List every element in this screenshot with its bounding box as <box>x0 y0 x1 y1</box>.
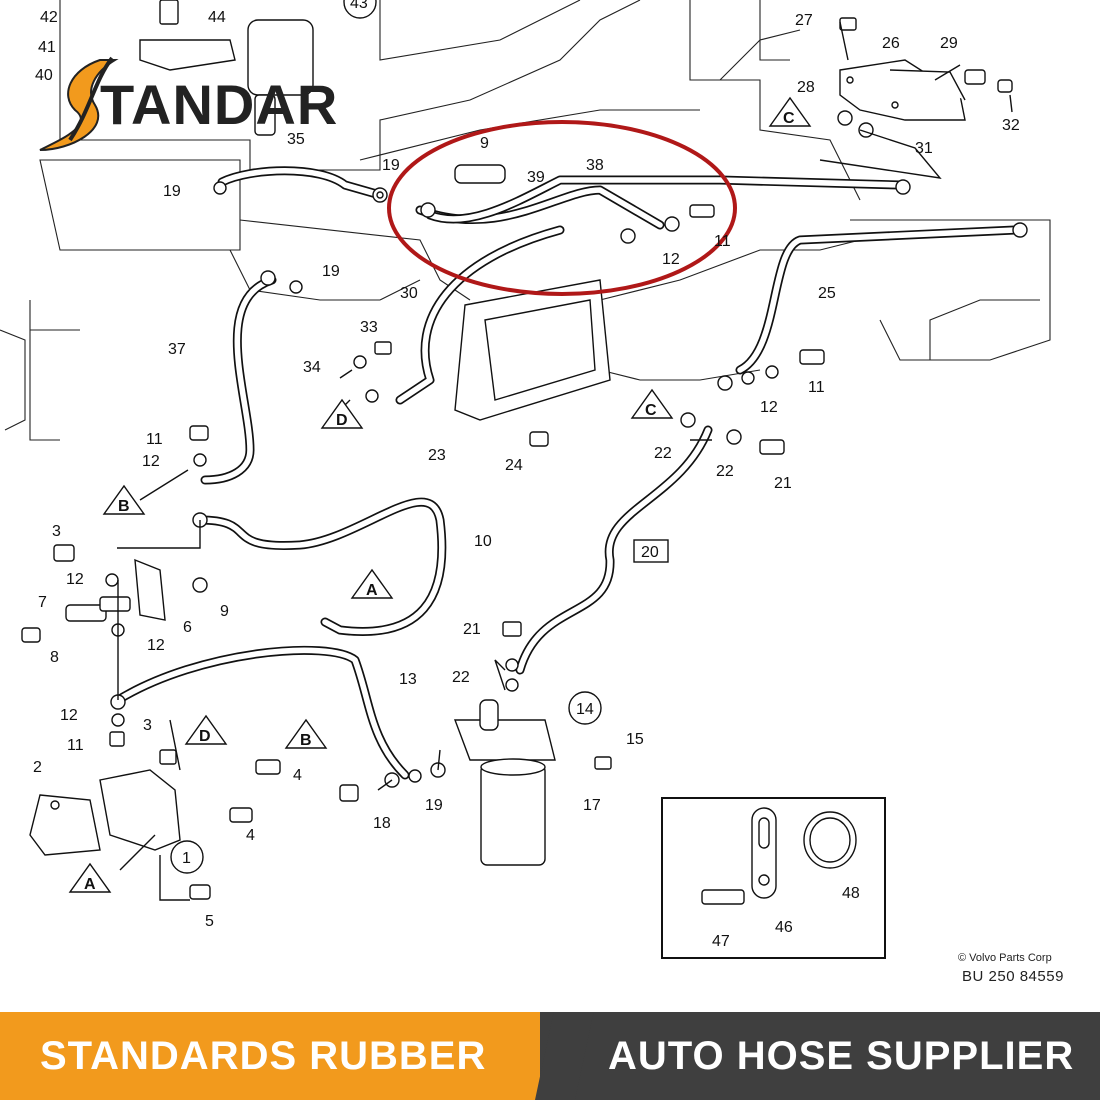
banner-right-panel <box>540 1012 1100 1100</box>
callout-43: 43 <box>350 0 368 12</box>
marker-a-bot: A <box>84 876 96 893</box>
callout-27: 27 <box>795 12 813 29</box>
banner-left-text: STANDARDS RUBBER <box>40 1034 487 1078</box>
callout-31: 31 <box>915 140 933 157</box>
logo-wordmark: TANDAR <box>100 73 339 136</box>
callout-11-d: 11 <box>67 737 84 754</box>
callout-46: 46 <box>775 919 793 936</box>
callout-12-b: 12 <box>760 399 778 416</box>
callout-30: 30 <box>400 285 418 302</box>
callout-21-a: 21 <box>774 475 792 492</box>
callout-12-c: 12 <box>142 453 160 470</box>
callout-4-b: 4 <box>246 827 255 844</box>
callout-2: 2 <box>33 759 42 776</box>
callout-12-f: 12 <box>60 707 78 724</box>
callout-10: 10 <box>474 533 492 550</box>
callout-3-a: 3 <box>52 523 61 540</box>
callout-22-a: 22 <box>654 445 672 462</box>
callout-26: 26 <box>882 35 900 52</box>
callout-23: 23 <box>428 447 446 464</box>
marker-c-mid: C <box>645 402 657 419</box>
callout-12-e: 12 <box>147 637 165 654</box>
callout-numbers: 42 44 43 41 40 35 19 19 19 9 39 38 12 11… <box>33 0 1020 950</box>
callout-22-b: 22 <box>716 463 734 480</box>
callout-13: 13 <box>399 671 417 688</box>
copyright-text: © Volvo Parts Corp <box>958 952 1052 964</box>
callout-24: 24 <box>505 457 523 474</box>
callout-9-b: 9 <box>220 603 229 620</box>
logo-mark-icon <box>39 56 119 151</box>
callout-7: 7 <box>38 594 47 611</box>
callout-22-c: 22 <box>452 669 470 686</box>
fuel-filter-assembly <box>453 699 556 866</box>
callout-1-circle <box>170 840 204 874</box>
pump-assembly-1 <box>29 769 181 856</box>
fuel-line-exploded-diagram: 42 44 43 41 40 35 19 19 19 9 39 38 12 11… <box>0 0 1051 959</box>
footer-banner: STANDARDS RUBBER AUTO HOSE SUPPLIER <box>0 1012 1100 1100</box>
callout-19-d: 19 <box>425 797 443 814</box>
clip-inset-box <box>661 797 886 959</box>
callout-12-d: 12 <box>66 571 84 588</box>
callout-17: 17 <box>583 797 601 814</box>
callout-5: 5 <box>205 913 214 930</box>
callout-18: 18 <box>373 815 391 832</box>
banner-left-panel <box>0 1012 560 1100</box>
callout-14-circle <box>568 691 602 725</box>
engine-block-outline <box>0 0 1051 441</box>
callout-38: 38 <box>586 157 604 174</box>
callout-12-a: 12 <box>662 251 680 268</box>
marker-b-bot: B <box>300 732 312 749</box>
marker-b-left: B <box>118 498 130 515</box>
callout-15: 15 <box>626 731 644 748</box>
marker-d-bot: D <box>199 728 211 745</box>
callout-28: 28 <box>797 79 815 96</box>
callout-20: 20 <box>641 544 659 561</box>
callout-42: 42 <box>40 9 58 26</box>
callout-19-c: 19 <box>322 263 340 280</box>
callout-11-a: 11 <box>714 233 731 250</box>
callout-20-box <box>633 539 669 563</box>
callout-25: 25 <box>818 285 836 302</box>
marker-a-mid: A <box>366 582 378 599</box>
fuel-pipes <box>113 166 1020 780</box>
callout-33: 33 <box>360 319 378 336</box>
callout-39: 39 <box>527 169 545 186</box>
marker-c-top: C <box>783 110 795 127</box>
callout-4-a: 4 <box>293 767 302 784</box>
callout-11-c: 11 <box>146 431 163 448</box>
callout-21-b: 21 <box>463 621 481 638</box>
bracket-plate-23 <box>454 279 611 421</box>
callout-8: 8 <box>50 649 59 666</box>
drawing-code-text: BU 250 84559 <box>962 968 1064 985</box>
callout-9-top: 9 <box>480 135 489 152</box>
callout-34: 34 <box>303 359 321 376</box>
callout-32: 32 <box>1002 117 1020 134</box>
callout-29: 29 <box>940 35 958 52</box>
injector-43 <box>139 0 314 136</box>
leader-lines <box>117 21 1013 901</box>
callout-14: 14 <box>576 701 594 718</box>
callout-44: 44 <box>208 9 226 26</box>
callout-1: 1 <box>182 850 191 867</box>
callout-40: 40 <box>35 67 53 84</box>
marker-d-mid: D <box>336 412 348 429</box>
highlight-ellipse <box>387 120 737 296</box>
callout-35: 35 <box>287 131 305 148</box>
callout-48: 48 <box>842 885 860 902</box>
callout-37: 37 <box>168 341 186 358</box>
bracket-26 <box>839 59 966 121</box>
callout-47: 47 <box>712 933 730 950</box>
callout-19-b: 19 <box>382 157 400 174</box>
banner-right-text: AUTO HOSE SUPPLIER <box>608 1034 1075 1078</box>
callout-6: 6 <box>183 619 192 636</box>
callout-11-b: 11 <box>808 379 825 396</box>
callout-3-b: 3 <box>143 717 152 734</box>
callout-19-a: 19 <box>163 183 181 200</box>
callout-43-circle <box>343 0 377 19</box>
reference-markers: C C D B A D B A <box>68 96 812 893</box>
callout-41: 41 <box>38 39 56 56</box>
